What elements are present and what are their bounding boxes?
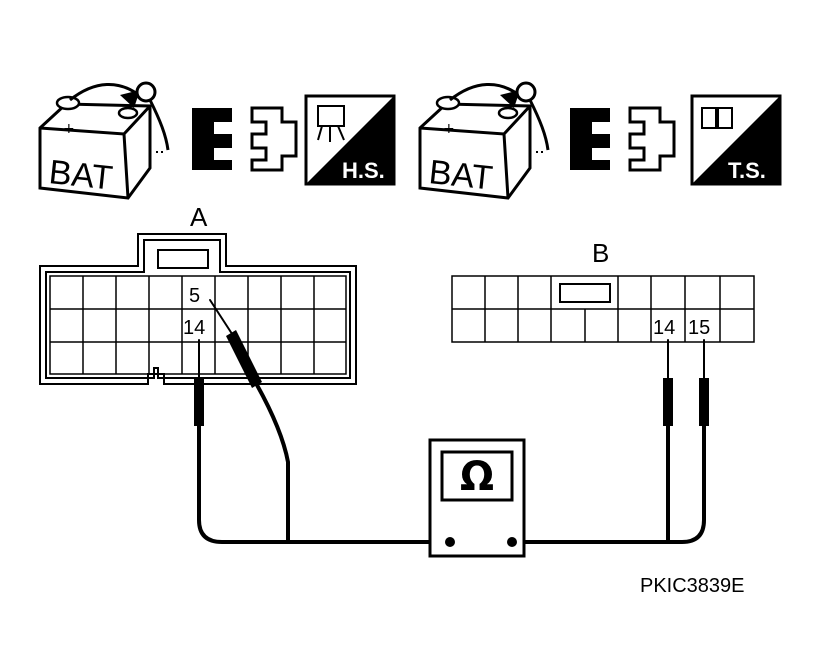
svg-text:+: + — [63, 121, 75, 137]
terminal-side-icon: T.S. — [690, 94, 782, 186]
pin-a-5: 5 — [189, 285, 200, 307]
connector-a: A 5 14 — [39, 202, 357, 385]
icon-group-terminal-side: + BAT T.S. — [418, 81, 782, 200]
reference-code: PKIC3839E — [640, 575, 745, 597]
status-badge-hs: H.S. — [342, 158, 385, 183]
pin-b-15: 15 — [688, 317, 710, 339]
icon-group-harness-side: + BAT H.S. — [38, 81, 396, 200]
status-badge-ts: T.S. — [728, 158, 766, 183]
ohm-symbol: Ω — [460, 454, 494, 500]
battery-label: BAT — [47, 153, 114, 197]
pin-a-14: 14 — [183, 317, 205, 339]
connector-b-label: B — [592, 238, 609, 268]
connector-icon — [570, 106, 676, 172]
test-leads — [194, 299, 709, 544]
harness-side-icon: H.S. — [304, 94, 396, 186]
battery-icon: + BAT — [38, 81, 170, 200]
svg-text:+: + — [443, 121, 455, 137]
ohmmeter-icon: Ω — [428, 438, 526, 558]
connector-a-label: A — [190, 202, 208, 232]
battery-label: BAT — [427, 153, 494, 197]
connector-b: B 14 15 — [451, 238, 755, 343]
battery-icon: + BAT — [418, 81, 550, 200]
pin-b-14: 14 — [653, 317, 675, 339]
connector-icon — [192, 106, 298, 172]
